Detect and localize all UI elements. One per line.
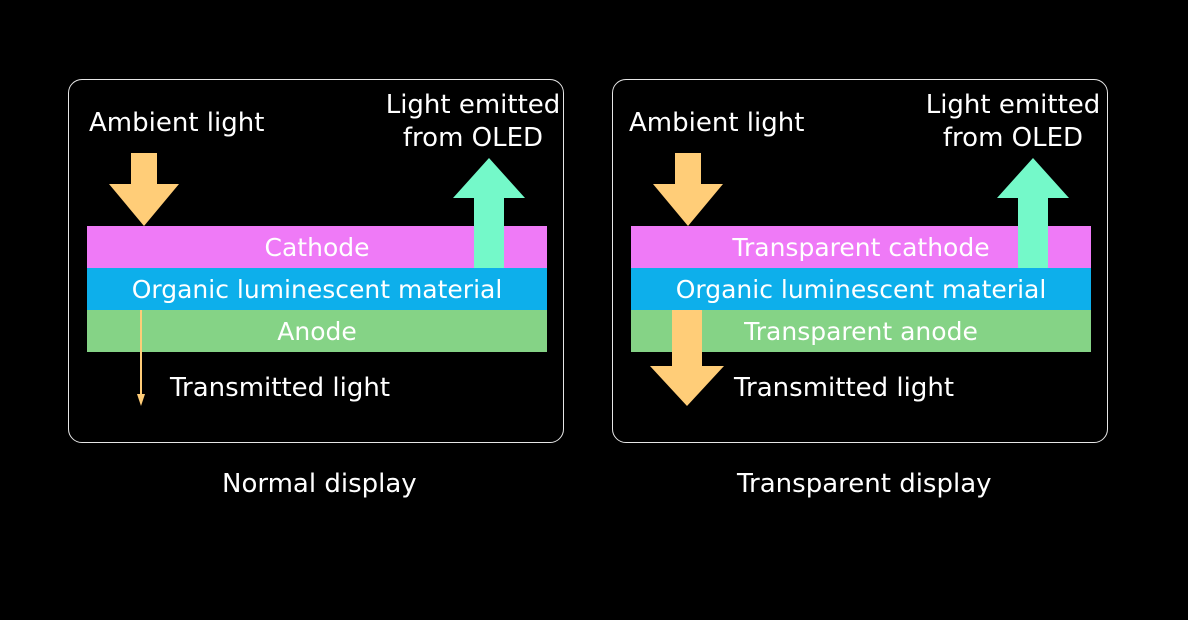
normal-display-panel: Ambient light Light emitted from OLED Ca… [68, 79, 564, 443]
ambient-light-label: Ambient light [629, 108, 805, 138]
emitted-light-arrow-icon [453, 158, 525, 268]
emitted-light-label: Light emitted from OLED [913, 89, 1113, 155]
organic-layer-label: Organic luminescent material [675, 274, 1047, 304]
anode-layer-label: Anode [277, 316, 357, 346]
cathode-layer: Cathode [87, 226, 547, 268]
anode-layer: Anode [87, 310, 547, 352]
organic-layer: Organic luminescent material [631, 268, 1091, 310]
thin-transmitted-arrow-icon [137, 310, 145, 406]
wide-transmitted-arrow-icon [650, 310, 724, 406]
transparent-anode-layer: Transparent anode [631, 310, 1091, 352]
normal-display-caption: Normal display [222, 469, 417, 499]
transmitted-light-label: Transmitted light [734, 373, 955, 403]
organic-layer-label: Organic luminescent material [131, 274, 503, 304]
ambient-light-arrow-icon [109, 153, 179, 226]
transmitted-light-label: Transmitted light [170, 373, 391, 403]
emitted-light-arrow-icon [997, 158, 1069, 268]
transparent-cathode-layer: Transparent cathode [631, 226, 1091, 268]
emitted-light-label-line2: from OLED [942, 123, 1084, 153]
emitted-light-label-line1: Light emitted [385, 90, 561, 120]
emitted-light-label-line2: from OLED [402, 123, 544, 153]
organic-layer: Organic luminescent material [87, 268, 547, 310]
emitted-light-label-line1: Light emitted [925, 90, 1101, 120]
cathode-layer-label: Cathode [264, 232, 370, 262]
transparent-cathode-layer-label: Transparent cathode [732, 232, 990, 262]
ambient-light-arrow-icon [653, 153, 723, 226]
emitted-light-label: Light emitted from OLED [373, 89, 573, 155]
transparent-display-caption: Transparent display [737, 469, 992, 499]
transparent-anode-layer-label: Transparent anode [744, 316, 978, 346]
ambient-light-label: Ambient light [89, 108, 265, 138]
transparent-display-panel: Ambient light Light emitted from OLED Tr… [612, 79, 1108, 443]
